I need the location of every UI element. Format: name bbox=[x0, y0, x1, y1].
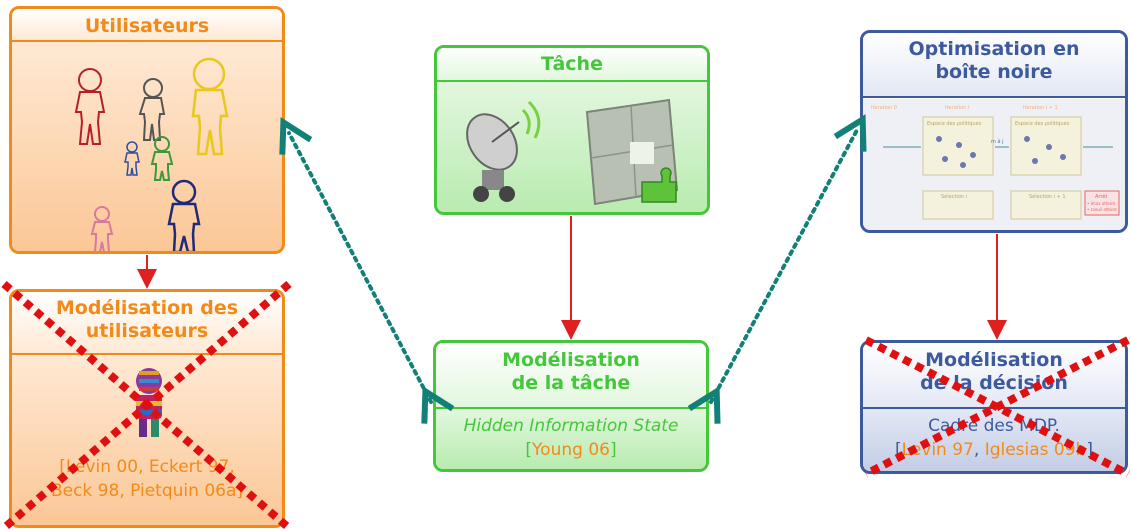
thumb-sel-b: Sélection i + 1 bbox=[1029, 193, 1066, 200]
users-illustration-area bbox=[12, 42, 282, 251]
task-illustrations bbox=[466, 98, 679, 206]
thumb-stop: Arrêt bbox=[1095, 193, 1107, 200]
blackbox-thumbnail: Iteration 0 Iteration i Iteration i + 1 … bbox=[863, 99, 1125, 230]
decision-title: Modélisation de la décision bbox=[863, 343, 1125, 409]
users-figures bbox=[74, 57, 229, 251]
thumb-stop-item1: • Imax atteint bbox=[1087, 201, 1115, 206]
user-model-title-line2: utilisateurs bbox=[85, 320, 209, 342]
task-title: Tâche bbox=[437, 48, 707, 82]
decision-cite-b: Iglesias 09b bbox=[984, 440, 1087, 460]
user-model-title-line1: Modélisation des bbox=[55, 297, 239, 319]
user-model-title: Modélisation des utilisateurs bbox=[12, 292, 282, 355]
users-title: Utilisateurs bbox=[12, 9, 282, 42]
thumb-iter-b: Iteration i bbox=[945, 105, 969, 111]
cite-separator: , bbox=[973, 440, 985, 460]
blackbox-box: Optimisation en boîte noire Iteration 0 … bbox=[860, 30, 1128, 233]
user-figure-green-icon bbox=[150, 136, 174, 181]
satellite-dish-icon bbox=[466, 100, 541, 202]
user-figure-yellow-icon bbox=[191, 57, 229, 156]
user-model-citations: [Levin 00, Eckert 97, Beck 98, Pietquin … bbox=[12, 455, 282, 503]
user-figure-blue-small-icon bbox=[124, 141, 140, 176]
user-figure-gray-icon bbox=[138, 78, 166, 141]
task-model-citation: [Young 06] bbox=[436, 438, 706, 462]
user-figure-red-icon bbox=[74, 68, 106, 145]
decision-cite-a: Levin 97 bbox=[901, 440, 974, 460]
policy-points-icon bbox=[936, 136, 1066, 168]
task-box: Tâche bbox=[434, 45, 710, 215]
thumb-update: m à j bbox=[991, 138, 1004, 145]
task-model-box: Modélisation de la tâche Hidden Informat… bbox=[433, 340, 709, 472]
thumb-iter-c: Iteration i + 1 bbox=[1023, 105, 1058, 111]
decision-line1: Cadre des MDP. bbox=[928, 416, 1060, 436]
decision-citations: [Levin 97, Iglesias 09b] bbox=[863, 438, 1125, 462]
thumb-stop-item2: • εseuil atteint bbox=[1087, 207, 1117, 212]
striped-user-icon bbox=[136, 368, 162, 437]
thumb-space-b: Espace des politiques bbox=[1015, 121, 1070, 127]
decision-title-line2: de la décision bbox=[920, 372, 1068, 394]
puzzle-icon bbox=[585, 98, 679, 206]
blackbox-title-line1: Optimisation en bbox=[908, 38, 1080, 60]
thumb-space-a: Espace des politiques bbox=[927, 121, 982, 127]
optimisation-diagram-thumb: Iteration 0 Iteration i Iteration i + 1 … bbox=[871, 105, 1120, 220]
user-model-cite-line1: Levin 00, Eckert 97, bbox=[65, 457, 235, 477]
task-model-title: Modélisation de la tâche bbox=[436, 343, 706, 409]
cite-close-bracket: ] bbox=[236, 481, 244, 501]
cite-open-bracket: [ bbox=[59, 457, 66, 477]
decision-title-line1: Modélisation bbox=[925, 349, 1063, 371]
task-model-title-line1: Modélisation bbox=[502, 349, 640, 371]
task-model-title-line2: de la tâche bbox=[511, 372, 631, 394]
decision-body: Cadre des MDP. [Levin 97, Iglesias 09b] bbox=[863, 409, 1125, 471]
cite-open-bracket: [ bbox=[895, 440, 902, 460]
cite-close-bracket: ] bbox=[609, 440, 617, 460]
user-model-box: Modélisation des utilisateurs [Levin 00,… bbox=[9, 289, 285, 528]
cite-open-bracket: [ bbox=[525, 440, 533, 460]
task-illustration-area bbox=[437, 82, 707, 212]
dotted-arrow-task-model-blackbox bbox=[687, 114, 867, 424]
dotted-arrow-task-model-users bbox=[279, 117, 455, 424]
blackbox-title: Optimisation en boîte noire bbox=[863, 33, 1125, 98]
blackbox-title-line2: boîte noire bbox=[935, 61, 1053, 83]
task-model-cite: Young 06 bbox=[532, 440, 610, 460]
task-model-subtitle: Hidden Information State bbox=[463, 416, 679, 436]
user-figure-navy-icon bbox=[167, 179, 201, 251]
users-box: Utilisateurs bbox=[9, 6, 285, 254]
thumb-sel-a: Sélection i bbox=[941, 193, 967, 200]
cite-close-bracket: ] bbox=[1086, 440, 1093, 460]
user-model-body: [Levin 00, Eckert 97, Beck 98, Pietquin … bbox=[12, 355, 282, 525]
colorful-user-figure bbox=[136, 368, 162, 437]
decision-box: Modélisation de la décision Cadre des MD… bbox=[860, 340, 1128, 474]
user-model-cite-line2: Beck 98, Pietquin 06a bbox=[50, 481, 237, 501]
user-figure-pink-icon bbox=[90, 206, 114, 251]
thumb-iter-a: Iteration 0 bbox=[871, 105, 897, 111]
task-model-body: Hidden Information State [Young 06] bbox=[436, 409, 706, 469]
